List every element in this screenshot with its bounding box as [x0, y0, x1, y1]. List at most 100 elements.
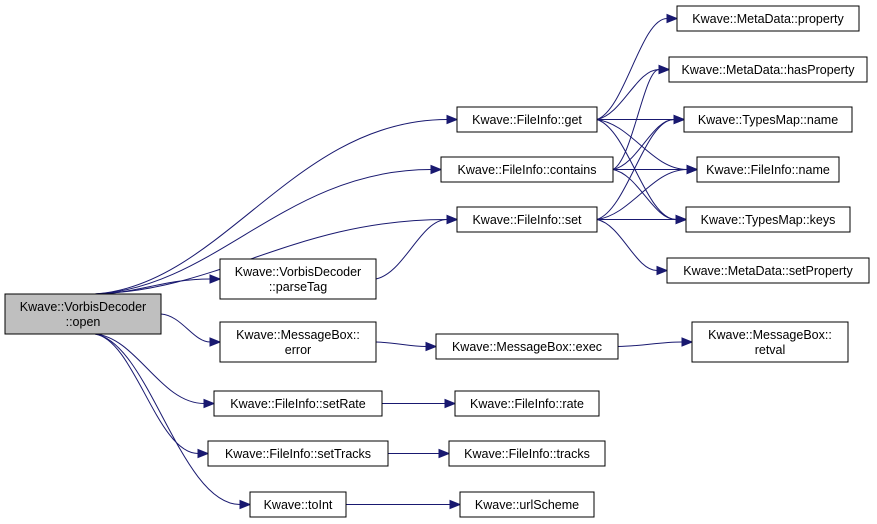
edge-fi_contains-to-md_hasproperty: [612, 64, 671, 170]
edge-root-to-fi_setrate: [94, 333, 216, 409]
node-box: [459, 491, 595, 518]
edge-root-to-fi_settracks: [94, 333, 210, 459]
node-label: Kwave::FileInfo::contains: [458, 163, 597, 177]
node-fi-get[interactable]: Kwave::FileInfo::get: [456, 106, 598, 133]
node-md-setproperty[interactable]: Kwave::MetaData::setProperty: [666, 257, 870, 284]
node-label: Kwave::FileInfo::name: [706, 163, 830, 177]
node-label: Kwave::FileInfo::setTracks: [225, 447, 371, 461]
arrow-head: [658, 64, 671, 75]
node-box: [213, 390, 383, 417]
node-box: [440, 156, 614, 183]
edge-fi_set-to-md_setproperty: [596, 219, 669, 276]
node-label: ::parseTag: [269, 280, 327, 294]
node-fi-setrate[interactable]: Kwave::FileInfo::setRate: [213, 390, 383, 417]
node-label: Kwave::MetaData::hasProperty: [682, 63, 856, 77]
node-box: [219, 321, 377, 363]
edge-line: [617, 341, 683, 347]
node-box: [219, 258, 377, 300]
node-box: [676, 5, 860, 32]
edge-line: [375, 341, 427, 347]
node-tm-keys[interactable]: Kwave::TypesMap::keys: [685, 206, 851, 233]
edge-fi_setrate-to-fi_rate: [382, 398, 457, 409]
arrow-head: [203, 398, 216, 409]
node-label: Kwave::FileInfo::get: [472, 113, 582, 127]
node-box: [207, 440, 389, 467]
node-box: [696, 156, 840, 183]
node-label: Kwave::FileInfo::set: [472, 213, 582, 227]
edge-line: [94, 333, 205, 404]
node-label: Kwave::MessageBox::: [236, 328, 360, 342]
edge-line: [94, 333, 241, 505]
edge-toint-to-url_scheme: [345, 499, 462, 510]
arrow-head: [239, 499, 252, 510]
edge-fi_set-to-fi_name: [596, 164, 699, 220]
node-label: Kwave::MetaData::property: [692, 12, 844, 26]
edge-line: [596, 18, 668, 120]
node-mb-exec[interactable]: Kwave::MessageBox::exec: [435, 333, 619, 360]
arrow-head: [686, 164, 699, 175]
edge-line: [94, 219, 448, 295]
node-label: ::open: [66, 315, 101, 329]
node-label: Kwave::MessageBox::: [708, 328, 832, 342]
edge-line: [94, 119, 448, 295]
arrow-head: [430, 164, 443, 175]
edge-root-to-fi_get: [94, 114, 459, 295]
node-label: Kwave::FileInfo::tracks: [464, 447, 590, 461]
arrow-head: [446, 114, 459, 125]
arrow-head: [209, 337, 222, 347]
arrow-head: [675, 214, 688, 225]
edge-line: [596, 169, 688, 220]
edge-line: [596, 219, 658, 271]
node-box: [683, 106, 853, 133]
node-fi-rate[interactable]: Kwave::FileInfo::rate: [454, 390, 600, 417]
edge-fi_set-to-tm_keys: [597, 214, 688, 225]
node-tm-name[interactable]: Kwave::TypesMap::name: [683, 106, 853, 133]
edge-root-to-parse_tag: [94, 274, 222, 295]
node-root[interactable]: Kwave::VorbisDecoder::open: [4, 293, 162, 335]
edge-root-to-fi_contains: [94, 164, 443, 295]
node-fi-tracks[interactable]: Kwave::FileInfo::tracks: [448, 440, 606, 467]
edge-mb_exec-to-mb_retval: [617, 337, 694, 347]
node-parse-tag[interactable]: Kwave::VorbisDecoder::parseTag: [219, 258, 377, 300]
node-md-property[interactable]: Kwave::MetaData::property: [676, 5, 860, 32]
node-box: [456, 106, 598, 133]
node-mb-error[interactable]: Kwave::MessageBox::error: [219, 321, 377, 363]
edge-line: [596, 119, 677, 220]
node-toint[interactable]: Kwave::toInt: [249, 491, 347, 518]
node-box: [448, 440, 606, 467]
node-box: [435, 333, 619, 360]
node-box: [668, 56, 868, 83]
edge-parse_tag-to-fi_set: [375, 214, 459, 280]
edge-line: [375, 219, 448, 280]
node-fi-set[interactable]: Kwave::FileInfo::set: [456, 206, 598, 233]
node-label: Kwave::toInt: [264, 498, 333, 512]
edge-fi_set-to-tm_name: [596, 114, 686, 220]
node-mb-retval[interactable]: Kwave::MessageBox::retval: [691, 321, 849, 363]
arrow-head: [449, 499, 462, 510]
node-label: retval: [755, 343, 786, 357]
node-box: [691, 321, 849, 363]
edge-fi_get-to-md_property: [596, 13, 679, 120]
arrow-head: [681, 337, 694, 347]
arrow-head: [425, 341, 438, 352]
edge-fi_settracks-to-fi_tracks: [387, 448, 451, 459]
edge-line: [596, 69, 660, 120]
node-label: error: [285, 343, 311, 357]
arrow-head: [438, 448, 451, 459]
node-fi-contains[interactable]: Kwave::FileInfo::contains: [440, 156, 614, 183]
node-box: [456, 206, 598, 233]
arrow-head: [673, 114, 686, 125]
node-label: Kwave::TypesMap::name: [698, 113, 838, 127]
node-md-hasproperty[interactable]: Kwave::MetaData::hasProperty: [668, 56, 868, 83]
node-box: [454, 390, 600, 417]
node-fi-name[interactable]: Kwave::FileInfo::name: [696, 156, 840, 183]
node-label: Kwave::MetaData::setProperty: [683, 264, 853, 278]
arrow-head: [656, 265, 669, 276]
node-box: [4, 293, 162, 335]
edges-layer: [94, 13, 699, 510]
node-url-scheme[interactable]: Kwave::urlScheme: [459, 491, 595, 518]
edge-line: [160, 313, 211, 343]
node-fi-settracks[interactable]: Kwave::FileInfo::setTracks: [207, 440, 389, 467]
node-label: Kwave::TypesMap::keys: [701, 213, 836, 227]
